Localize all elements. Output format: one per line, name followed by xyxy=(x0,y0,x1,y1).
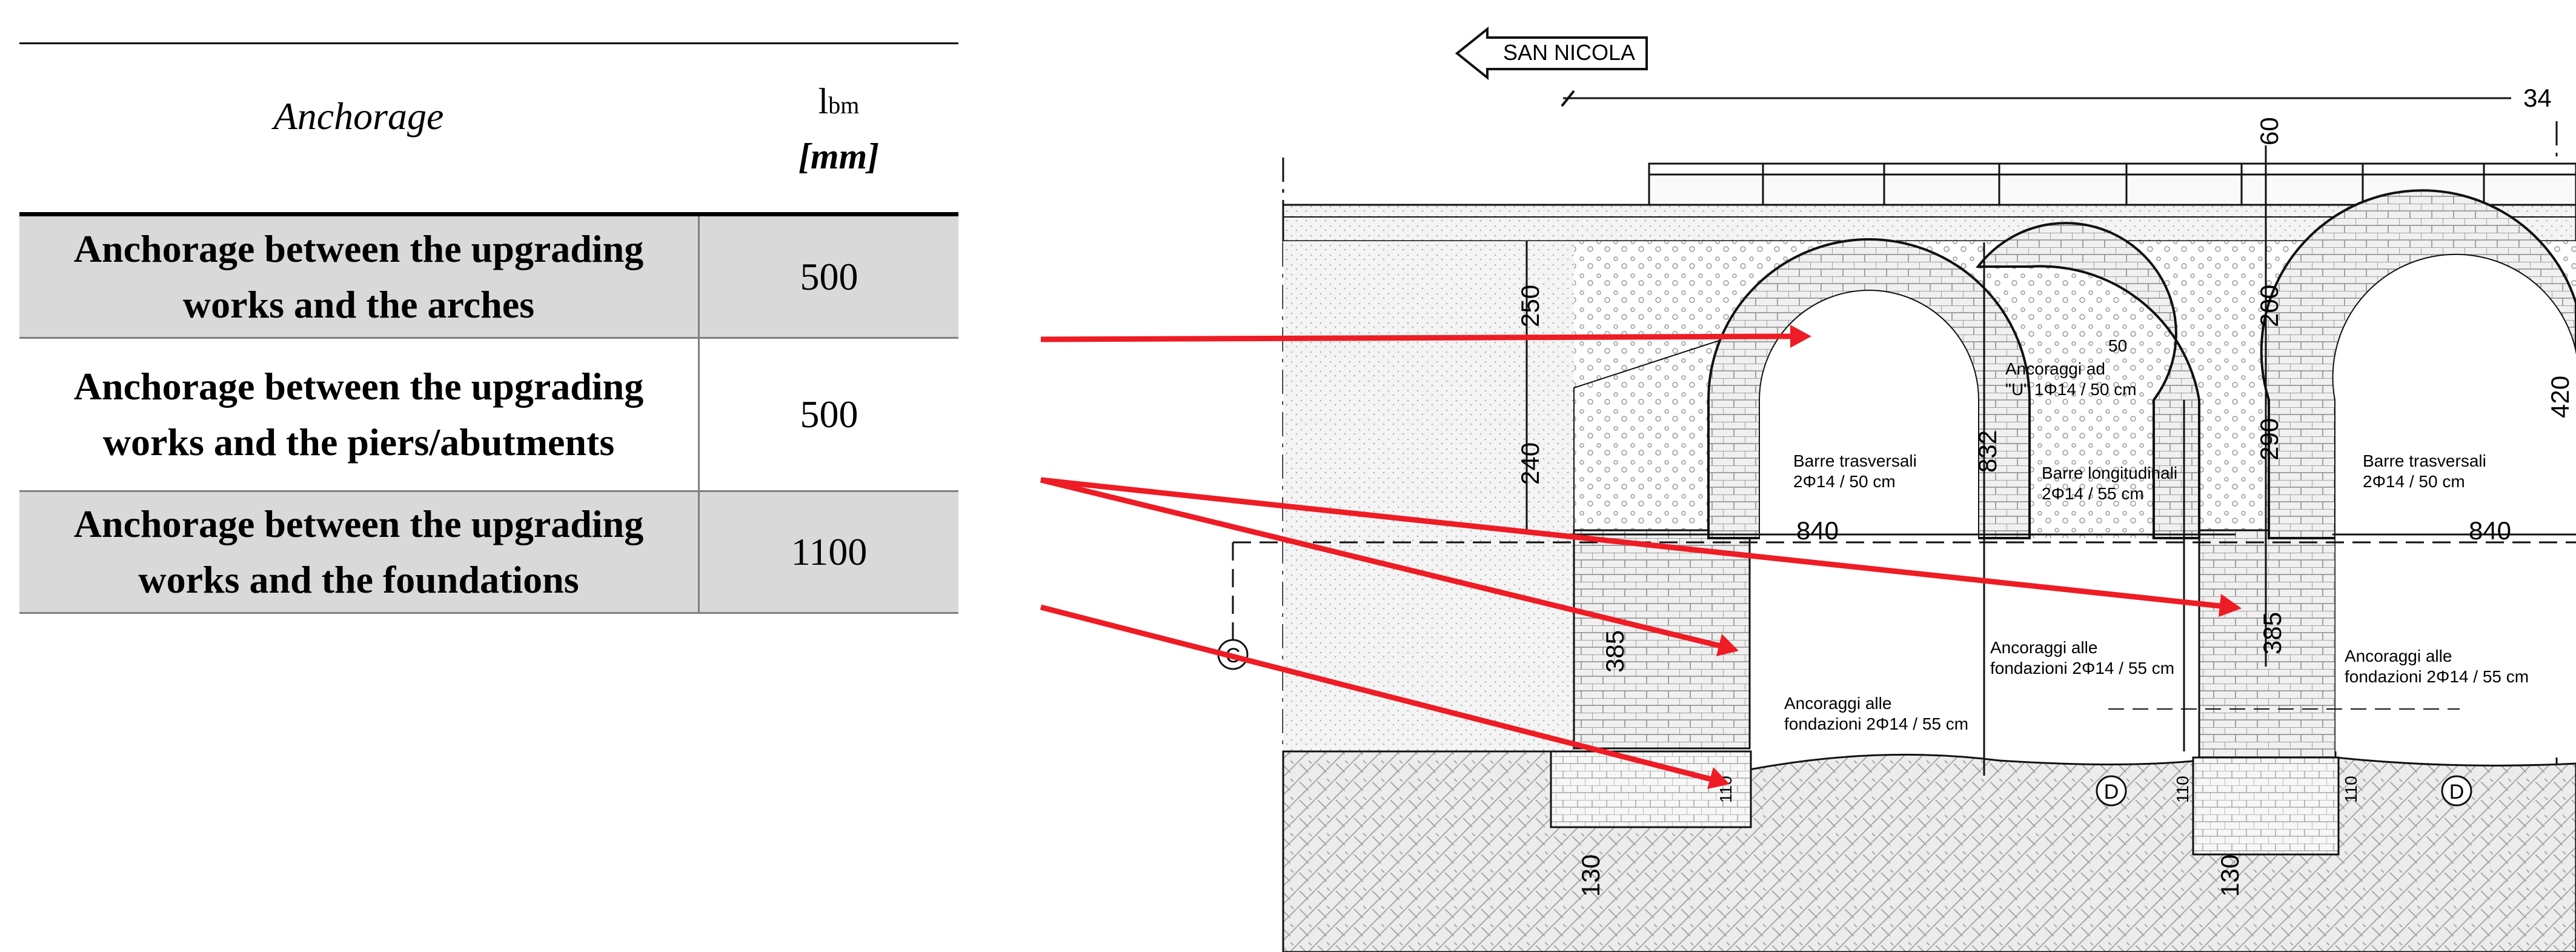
row-label-line1: Anchorage between the upgrading xyxy=(73,227,644,270)
row-label: Anchorage between the upgrading works and… xyxy=(19,216,698,338)
direction-arrow: SAN NICOLA xyxy=(1455,26,1648,81)
arch-opening-right xyxy=(2333,255,2576,751)
arrow-head xyxy=(1716,634,1739,656)
table-bottom-rule xyxy=(19,612,958,614)
header-symbol-sub: bm xyxy=(828,92,860,119)
dim-pier-left: 385 xyxy=(1601,630,1629,673)
dim-60: 60 xyxy=(2255,117,2283,145)
table-header-rule xyxy=(19,212,958,216)
row-label-line2: works and the arches xyxy=(182,283,535,326)
section-mark-d-right: D xyxy=(2449,781,2465,804)
row-value: 1100 xyxy=(698,492,958,612)
dim-found-right: 110 xyxy=(2342,776,2360,803)
row-label-line2: works and the piers/abutments xyxy=(102,421,615,464)
dim-spacing-50: 50 xyxy=(2108,336,2127,355)
arch-opening-left xyxy=(1760,291,1978,751)
direction-label: SAN NICOLA xyxy=(1503,40,1635,65)
ground-soil xyxy=(1282,750,2576,952)
table-row: Anchorage between the upgrading works and… xyxy=(19,492,958,612)
arrow-arches xyxy=(1040,333,1794,342)
note-found-mid-line1: Ancoraggi alle xyxy=(1990,638,2097,657)
note-u-anchor-line1: Ancoraggi ad xyxy=(2005,359,2105,378)
header-anchorage: Anchorage xyxy=(273,95,444,138)
tick-mark xyxy=(1561,90,1575,107)
dim-200: 200 xyxy=(2255,285,2283,327)
annotations: Ancoraggi ad "U" 1Φ14 / 50 cm Barre tras… xyxy=(1784,359,2529,733)
arrow-pier-left xyxy=(1040,477,1722,649)
arrow-pier-right xyxy=(1040,477,2221,609)
note-trans-right-line1: Barre trasversali xyxy=(2363,451,2486,470)
header-symbol: l xyxy=(818,81,829,121)
dim-base-left: 130 xyxy=(1576,854,1605,897)
dim-total-top: 34 xyxy=(2523,84,2552,112)
note-found-right-line2: fondazioni 2Φ14 / 55 cm xyxy=(2345,667,2529,686)
arrow-foundation xyxy=(1040,604,1713,782)
note-trans-left-line2: 2Φ14 / 50 cm xyxy=(1793,472,1896,491)
dim-290: 290 xyxy=(2255,418,2283,461)
dim-span-left: 840 xyxy=(1796,516,1839,545)
vertical-dimensions xyxy=(1525,145,2267,776)
note-trans-right-line2: 2Φ14 / 50 cm xyxy=(2363,472,2465,491)
arrow-head xyxy=(1707,767,1730,789)
arrow-head xyxy=(1790,325,1811,348)
row-label-line1: Anchorage between the upgrading xyxy=(73,365,644,408)
row-label-line1: Anchorage between the upgrading xyxy=(73,502,644,545)
note-found-mid-line2: fondazioni 2Φ14 / 55 cm xyxy=(1990,659,2174,677)
arch-ring-right xyxy=(2260,189,2576,539)
left-abutment xyxy=(1573,529,1751,750)
header-length: lbm [mm] xyxy=(719,76,958,182)
dimension-labels: 60 250 240 200 290 832 420 840 840 385 3… xyxy=(1516,117,2574,897)
row-label-line2: works and the foundations xyxy=(138,558,579,601)
section-marks: C D D xyxy=(1217,639,2472,807)
row-label: Anchorage between the upgrading works and… xyxy=(19,492,698,612)
row-separator xyxy=(19,337,958,339)
note-found-right-line1: Ancoraggi alle xyxy=(2345,647,2452,665)
dim-base-right: 130 xyxy=(2216,854,2244,897)
abutment-fill xyxy=(1283,241,1574,750)
row-label: Anchorage between the upgrading works and… xyxy=(19,339,698,490)
arch-ring-middle xyxy=(1975,221,2200,539)
note-found-left-line1: Ancoraggi alle xyxy=(1784,694,1891,713)
note-long-line1: Barre longitudinali xyxy=(2042,464,2177,482)
arrow-head xyxy=(2219,594,2242,617)
row-value: 500 xyxy=(698,339,958,490)
row-separator xyxy=(19,490,958,492)
dim-832: 832 xyxy=(1973,430,2002,473)
table-top-rule xyxy=(19,42,958,44)
note-long-line2: 2Φ14 / 55 cm xyxy=(2042,484,2144,503)
table-row: Anchorage between the upgrading works and… xyxy=(19,216,958,338)
dim-250: 250 xyxy=(1516,285,1544,327)
note-u-anchor-line2: "U" 1Φ14 / 50 cm xyxy=(2005,380,2137,399)
dim-240: 240 xyxy=(1516,442,1544,485)
note-trans-left-line1: Barre trasversali xyxy=(1793,451,1917,470)
red-arrows xyxy=(1040,325,2242,789)
row-value: 500 xyxy=(698,216,958,338)
header-unit: [mm] xyxy=(798,136,880,176)
table-row: Anchorage between the upgrading works and… xyxy=(19,339,958,490)
dim-span-right: 840 xyxy=(2469,516,2511,545)
note-found-left-line2: fondazioni 2Φ14 / 55 cm xyxy=(1784,714,1968,733)
dim-found-mid: 110 xyxy=(2173,776,2192,803)
dim-pier-right: 385 xyxy=(2258,612,2286,654)
section-mark-d-left: D xyxy=(2104,781,2119,804)
foundation-central xyxy=(2192,756,2340,856)
dim-420: 420 xyxy=(2546,376,2574,418)
